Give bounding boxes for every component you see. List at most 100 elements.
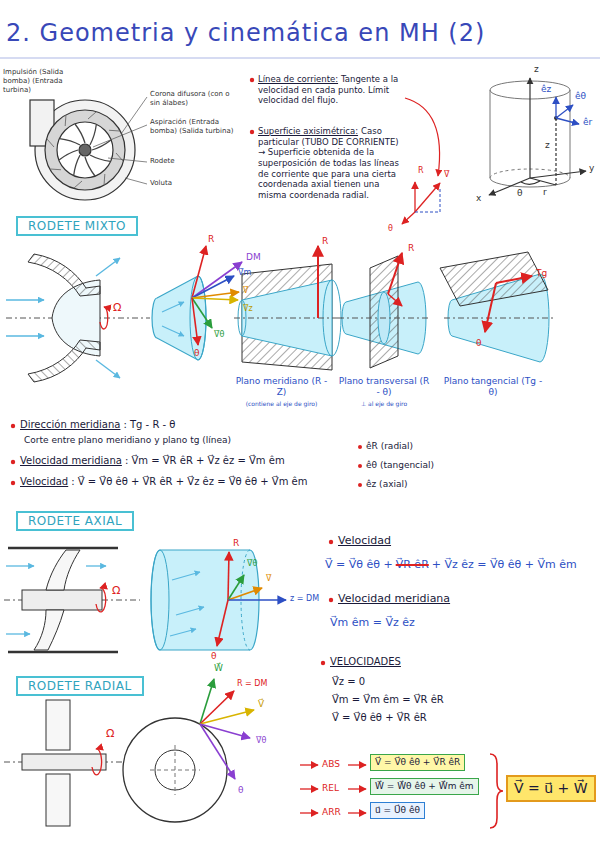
- text-block: V⃗z = 0: [332, 676, 365, 689]
- label-text: Caso particular (TUBO DE CORRIENTE) → Su…: [258, 126, 399, 200]
- label-text: (contiene al eje de giro): [246, 400, 318, 407]
- label-text: V⃗θ: [256, 736, 266, 745]
- label-text: Velocidad: [20, 476, 68, 487]
- text-block: R: [208, 234, 214, 245]
- label-text: Plano tangencial (Tg - θ): [444, 376, 542, 397]
- label-text: V⃗: [444, 170, 449, 179]
- node-text: u⃗ = U⃗θ êθ: [375, 805, 420, 815]
- label-text: Impulsión (Salida bomba) (Entrada turbin…: [3, 68, 63, 94]
- text-block: Aspiración (Entrada bomba) (Salida turbi…: [150, 118, 235, 136]
- text-block: ⊥ al eje de giro: [336, 400, 432, 408]
- text-block: V⃗ = V⃗θ êθ +V⃗R êR+ V⃗z êz = V⃗θ êθ + V…: [325, 558, 577, 572]
- text-block: Corte entre plano meridiano y plano tg (…: [24, 435, 231, 446]
- label-text: êr: [583, 117, 592, 127]
- text-block: V⃗m = V⃗m êm = V⃗R êR: [332, 694, 444, 707]
- label-text: V⃗z: [243, 304, 253, 313]
- text-block: Dirección meridiana: Tg - R - θ: [20, 419, 175, 432]
- equation-box: W⃗ = W⃗θ êθ + W⃗m êm: [370, 778, 479, 795]
- label-text: R: [408, 243, 414, 253]
- text-block: W⃗: [214, 663, 223, 674]
- label-text: θ: [517, 188, 523, 198]
- text-block: DM: [246, 252, 261, 263]
- label-text: V⃗m = V⃗m êm = V⃗R êR: [332, 694, 444, 705]
- node-text: V⃗ = u⃗ + W⃗: [514, 780, 588, 796]
- text-block: (contiene al eje de giro): [234, 400, 329, 408]
- text-block: R: [408, 243, 414, 254]
- label-text: R = DM: [237, 679, 267, 688]
- text-block: ABS: [322, 759, 340, 770]
- label-text: Plano transversal (R - θ): [339, 376, 430, 397]
- label-text: V⃗m êm = V⃗z êz: [330, 616, 415, 629]
- label-text: Dirección meridiana: [20, 419, 120, 430]
- text-block: Plano transversal (R - θ): [336, 376, 432, 399]
- label-text: Corte entre plano meridiano y plano tg (…: [24, 435, 231, 445]
- label-text: V⃗R êR: [396, 558, 429, 571]
- label-text: êz (axial): [366, 479, 408, 489]
- text-block: Superficie axisimétrica:Caso particular …: [258, 126, 400, 200]
- text-block: V⃗θ: [256, 736, 266, 746]
- text-block: êθ (tangencial): [366, 460, 434, 471]
- text-block: Velocidad: [338, 534, 391, 548]
- text-block: θ: [238, 785, 244, 796]
- text-block: REL: [322, 783, 339, 794]
- text-block: Voluta: [150, 179, 172, 188]
- text-block: Tg: [536, 268, 547, 279]
- label-text: θ: [194, 348, 200, 358]
- text-block: V⃗: [444, 170, 449, 180]
- text-block: z: [545, 140, 550, 151]
- label-text: V⃗θ: [214, 330, 224, 339]
- text-block: êR (radial): [366, 441, 413, 452]
- label-text: x: [476, 193, 481, 203]
- text-block: θ: [211, 651, 217, 662]
- text-block: θ: [194, 348, 200, 359]
- label-text: z: [534, 64, 539, 74]
- label-text: V⃗ = V⃗θ êθ +: [325, 558, 393, 571]
- text-block: R: [322, 236, 328, 247]
- text-block: VELOCIDADES: [330, 656, 401, 669]
- text-block: Corona difusora (con o sin álabes): [150, 90, 235, 108]
- text-block: Línea de corriente:Tangente a la velocid…: [258, 74, 400, 106]
- label-text: θ: [238, 785, 244, 795]
- label-text: R: [233, 538, 239, 548]
- label-text: Voluta: [150, 179, 172, 187]
- label-text: θ: [476, 338, 482, 348]
- label-text: R: [418, 166, 424, 175]
- label-text: : V⃗ = V⃗θ êθ + V⃗R êR + V⃗z êz = V⃗θ êθ…: [71, 476, 307, 487]
- text-block: V⃗m êm = V⃗z êz: [330, 616, 415, 630]
- label-text: Plano meridiano (R - Z): [236, 376, 328, 397]
- section-header: RODETE AXIAL: [16, 511, 134, 531]
- label-text: R: [322, 236, 328, 246]
- label-text: + V⃗z êz = V⃗θ êθ + V⃗m êm: [432, 558, 577, 571]
- text-block: V⃗θ: [214, 330, 224, 340]
- text-block: Ω: [106, 727, 114, 741]
- text-block: V⃗: [243, 286, 248, 296]
- label-text: : Tg - R - θ: [123, 419, 175, 430]
- label-text: Velocidad: [338, 534, 391, 547]
- text-block: V⃗ = V⃗θ êθ + V⃗R êR: [332, 712, 427, 725]
- text-block: r: [543, 187, 547, 198]
- label-text: θ: [211, 651, 217, 661]
- label-text: Rodete: [150, 157, 175, 165]
- label-text: êθ (tangencial): [366, 460, 434, 470]
- label-text: : V⃗m = V⃗R êR + V⃗z êz = V⃗m êm: [125, 455, 285, 466]
- label-text: z = DM: [290, 594, 319, 603]
- text-block: Velocidad meridiana: V⃗m = V⃗R êR + V⃗z …: [20, 455, 285, 468]
- text-block: z = DM: [290, 594, 319, 604]
- text-block: θ: [517, 188, 523, 199]
- text-block: Rodete: [150, 157, 175, 166]
- text-block: êθ: [575, 91, 586, 102]
- label-text: y: [589, 163, 594, 173]
- label-text: Superficie axisimétrica:: [258, 126, 358, 136]
- label-text: ARR: [322, 807, 341, 817]
- label-text: V⃗: [258, 699, 264, 709]
- label-text: V⃗m: [238, 268, 251, 277]
- text-block: Plano tangencial (Tg - θ): [438, 376, 548, 399]
- text-block: R = DM: [237, 679, 267, 689]
- text-block: V⃗: [258, 699, 264, 710]
- label-text: θ: [388, 224, 393, 233]
- text-block: V⃗m: [238, 268, 251, 278]
- label-text: ABS: [322, 759, 340, 769]
- text-block: Impulsión (Salida bomba) (Entrada turbin…: [3, 68, 78, 94]
- label-text: V⃗: [266, 574, 271, 583]
